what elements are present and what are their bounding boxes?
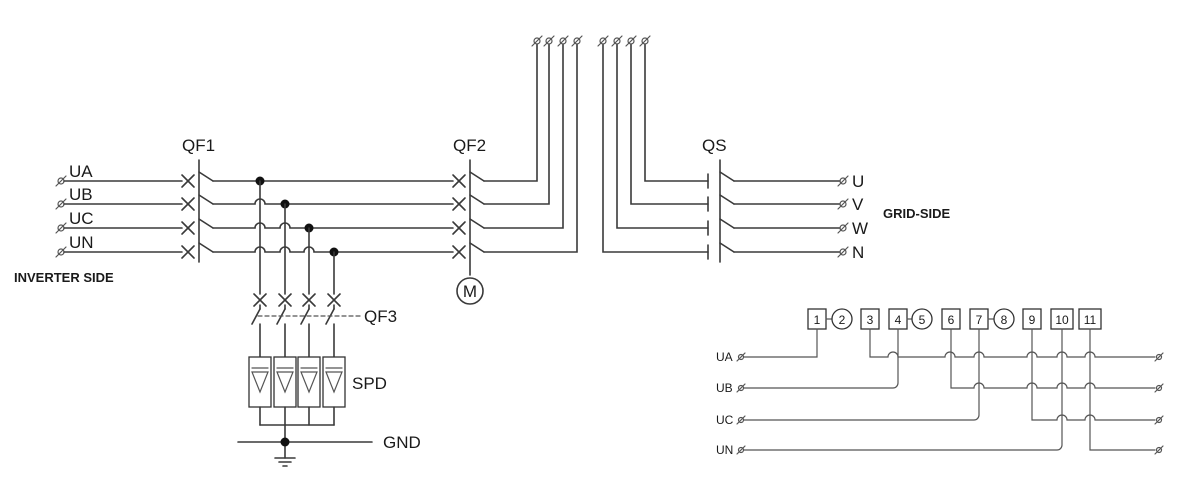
qs-label: QS (702, 136, 727, 155)
grid-label-n: N (852, 243, 864, 262)
qf2-label: QF2 (453, 136, 486, 155)
main-bus (212, 176, 454, 295)
grid-label-u: U (852, 172, 864, 191)
qf1-label: QF1 (182, 136, 215, 155)
terminal-5: 5 (919, 313, 926, 327)
qs-switch: QS U V W N GRID-SIDE (702, 136, 951, 263)
terminal-2: 2 (839, 313, 846, 327)
inverter-terminals (55, 175, 67, 258)
terminal-7: 7 (976, 313, 983, 327)
terminal-4: 4 (895, 313, 902, 327)
ground: GND (237, 433, 421, 467)
terminal-row: 1 2 3 4 5 6 7 8 9 10 11 (807, 308, 1102, 330)
qf1-breaker: QF1 (181, 136, 215, 263)
terminal-6: 6 (948, 313, 955, 327)
phase-label-uc: UC (69, 209, 94, 228)
terminal-10: 10 (1055, 313, 1069, 327)
terminal-9: 9 (1029, 313, 1036, 327)
phase-label-ua: UA (69, 162, 93, 181)
motor-label: M (463, 282, 477, 301)
grid-label-w: W (852, 219, 868, 238)
phase-label-un: UN (69, 233, 94, 252)
upper-terminals (531, 35, 651, 47)
ground-icon (274, 457, 296, 467)
terminal-1: 1 (814, 313, 821, 327)
inverter-side-label: INVERTER SIDE (14, 270, 114, 285)
inverter-side-group: UA UB UC UN INVERTER SIDE (14, 162, 183, 285)
tb-phase-uc: UC (716, 413, 734, 427)
terminal-8: 8 (1001, 313, 1008, 327)
terminal-3: 3 (867, 313, 874, 327)
phase-label-ub: UB (69, 185, 93, 204)
tb-phase-ua: UA (716, 350, 733, 364)
qf3-label: QF3 (364, 307, 397, 326)
spd-block: SPD (248, 356, 387, 459)
gnd-label: GND (383, 433, 421, 452)
qf2-breaker: QF2 M (452, 136, 486, 305)
tb-phase-ub: UB (716, 381, 733, 395)
terminal-block-diagram: 1 2 3 4 5 6 7 8 9 10 11 UA UB UC UN (716, 308, 1164, 457)
grid-terminals (837, 175, 849, 258)
tb-phase-un: UN (716, 443, 733, 457)
terminal-11: 11 (1084, 313, 1097, 327)
motor-operator-icon (456, 277, 484, 305)
qf3-breaker: QF3 (251, 293, 397, 358)
upper-connections (483, 35, 709, 253)
grid-side-label: GRID-SIDE (883, 206, 951, 221)
spd-label: SPD (352, 374, 387, 393)
grid-label-v: V (852, 195, 864, 214)
